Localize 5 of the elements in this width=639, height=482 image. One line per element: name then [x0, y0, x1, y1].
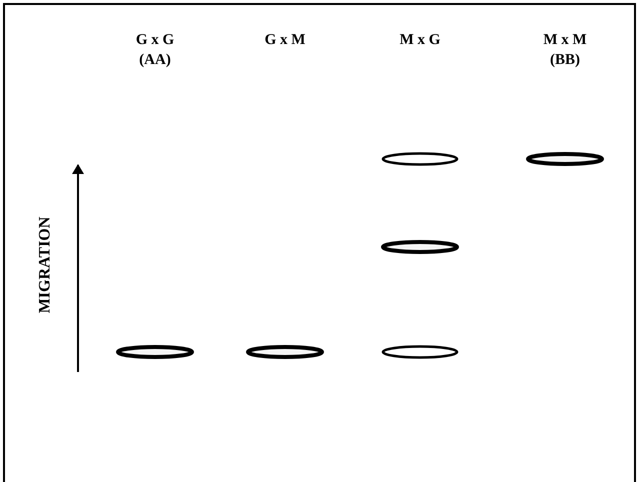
lane-label: G x G (AA)	[134, 31, 176, 70]
lane-label: G x M	[264, 31, 306, 50]
axis-label: MIGRATION	[36, 216, 54, 314]
lane-label: M x G	[398, 31, 442, 50]
lane-label: M x M (BB)	[542, 31, 588, 70]
